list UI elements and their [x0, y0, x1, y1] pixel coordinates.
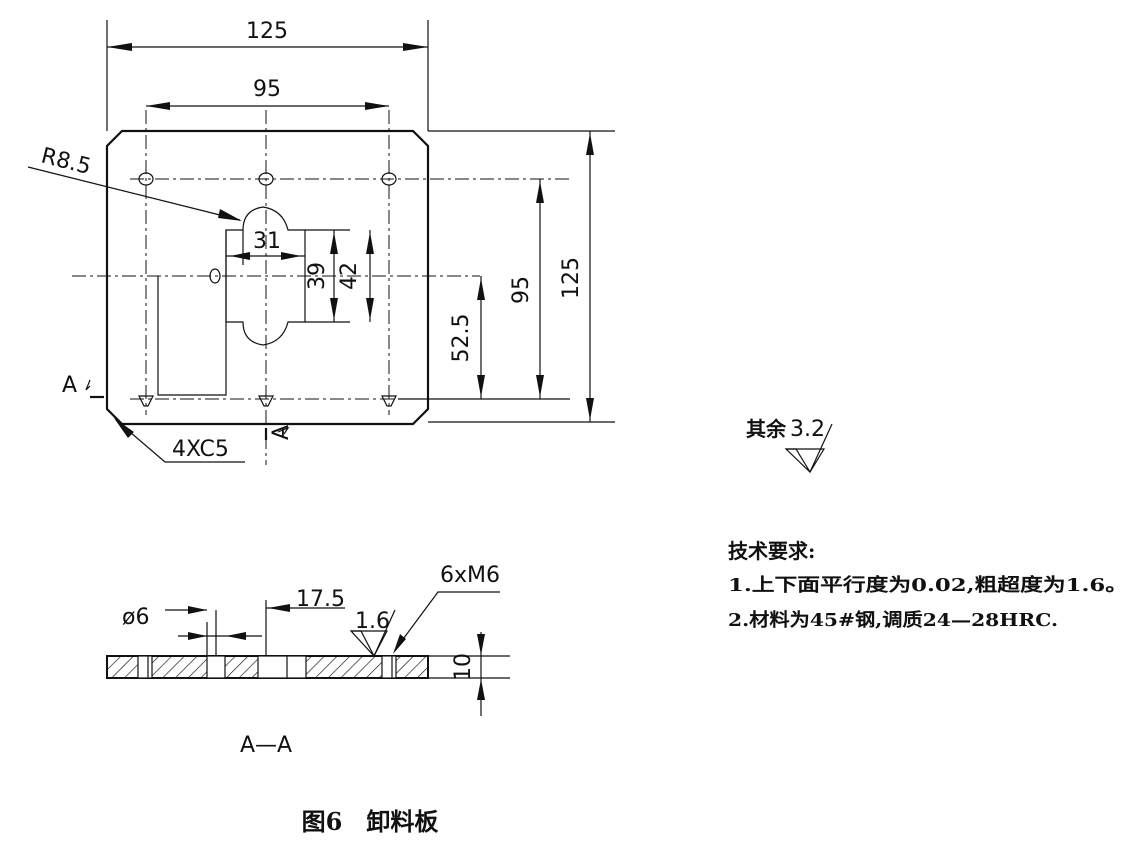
arrow-95v-bottom	[536, 375, 544, 397]
dim-95-vertical: 95	[509, 276, 534, 304]
roughness-prefix: 其余	[746, 417, 787, 441]
arrow-52-top	[477, 278, 485, 300]
notes-line-2: 2.材料为45#钢,调质24—28HRC.	[728, 609, 1058, 631]
section-label-bottom: A	[269, 425, 294, 440]
dim-42: 42	[337, 262, 362, 290]
arrow-39-bottom	[330, 298, 338, 320]
hole-bottom-right	[381, 395, 397, 407]
arrow-42-bottom	[366, 298, 374, 320]
dim-r8-5: R8.5	[39, 144, 94, 180]
hole-top-right	[381, 172, 397, 186]
hole-top-center	[258, 172, 274, 186]
dim-chamfer: 4XC5	[172, 437, 229, 462]
dim-17-5: 17.5	[296, 587, 345, 612]
arrow-52-bottom	[477, 375, 485, 397]
cutout-side-notch	[209, 268, 221, 284]
arrow-95h-right	[365, 102, 389, 110]
arrow-10-top	[477, 634, 485, 655]
section-hole-3	[257, 655, 307, 679]
dim-phi6: ø6	[122, 605, 149, 630]
dim-thread: 6xM6	[440, 563, 500, 588]
arrow-thread	[393, 634, 406, 654]
arrow-10-bottom	[477, 679, 485, 700]
section-title: A—A	[240, 733, 292, 758]
arrow-125v-bottom	[586, 398, 594, 420]
arrow-42-top	[366, 232, 374, 254]
hole-bottom-center	[258, 395, 274, 407]
arrow-phi6-a	[188, 606, 207, 614]
arrow-r8-5	[218, 209, 242, 221]
arrow-125-left	[107, 43, 132, 51]
leader-thread	[394, 591, 500, 651]
arrow-125v-top	[586, 133, 594, 155]
roughness-triangle-section	[349, 630, 388, 658]
notes-heading: 技术要求:	[728, 539, 815, 563]
notes-line-1: 1.上下面平行度为0.02,粗超度为1.6。	[728, 574, 1128, 596]
dim-125-height: 125	[559, 257, 584, 299]
figure-caption: 图6 卸料板	[302, 807, 440, 836]
roughness-value: 3.2	[790, 417, 825, 442]
dim-31: 31	[253, 229, 281, 254]
arrow-phi6-b2	[226, 632, 246, 640]
section-hole-4	[381, 655, 397, 679]
leader-r8-5	[27, 166, 241, 221]
hole-top-left	[138, 172, 154, 186]
dim-39: 39	[305, 262, 330, 290]
arrow-31-left	[230, 252, 250, 260]
arrow-31-right	[281, 252, 301, 260]
dim-95-spacing: 95	[253, 77, 281, 102]
arrow-95h-left	[146, 102, 170, 110]
arrow-125-right	[403, 43, 428, 51]
arrow-39-top	[330, 232, 338, 254]
general-roughness: 其余 3.2	[746, 417, 833, 474]
arrow-17-5	[268, 604, 290, 612]
section-arrow-left	[85, 379, 91, 391]
dim-thickness: 10	[451, 653, 476, 681]
plan-view: 125 95 R8.5 31 39 42 52.5 95 125 4XC5 A …	[27, 19, 615, 465]
technical-notes: 技术要求: 1.上下面平行度为0.02,粗超度为1.6。 2.材料为45#钢,调…	[728, 539, 1128, 631]
arrow-phi6-b1	[188, 632, 207, 640]
section-hole-2	[206, 655, 226, 679]
section-hole-1	[137, 655, 153, 679]
dim-roughness-1-6: 1.6	[355, 609, 390, 634]
arrow-95v-top	[536, 181, 544, 203]
hole-bottom-left	[138, 395, 154, 407]
dim-125-width: 125	[246, 19, 288, 44]
section-cut-line	[157, 276, 227, 396]
plate-outline	[105, 129, 430, 426]
section-arrow-bottom	[277, 426, 290, 435]
section-label-left: A	[62, 373, 77, 398]
roughness-triangle-general	[784, 448, 826, 473]
leader-chamfer	[115, 419, 245, 463]
arrow-chamfer	[114, 418, 134, 438]
section-view: ø6 17.5 6xM6 1.6 10 A—A	[106, 563, 510, 758]
dim-52-5: 52.5	[449, 314, 474, 363]
